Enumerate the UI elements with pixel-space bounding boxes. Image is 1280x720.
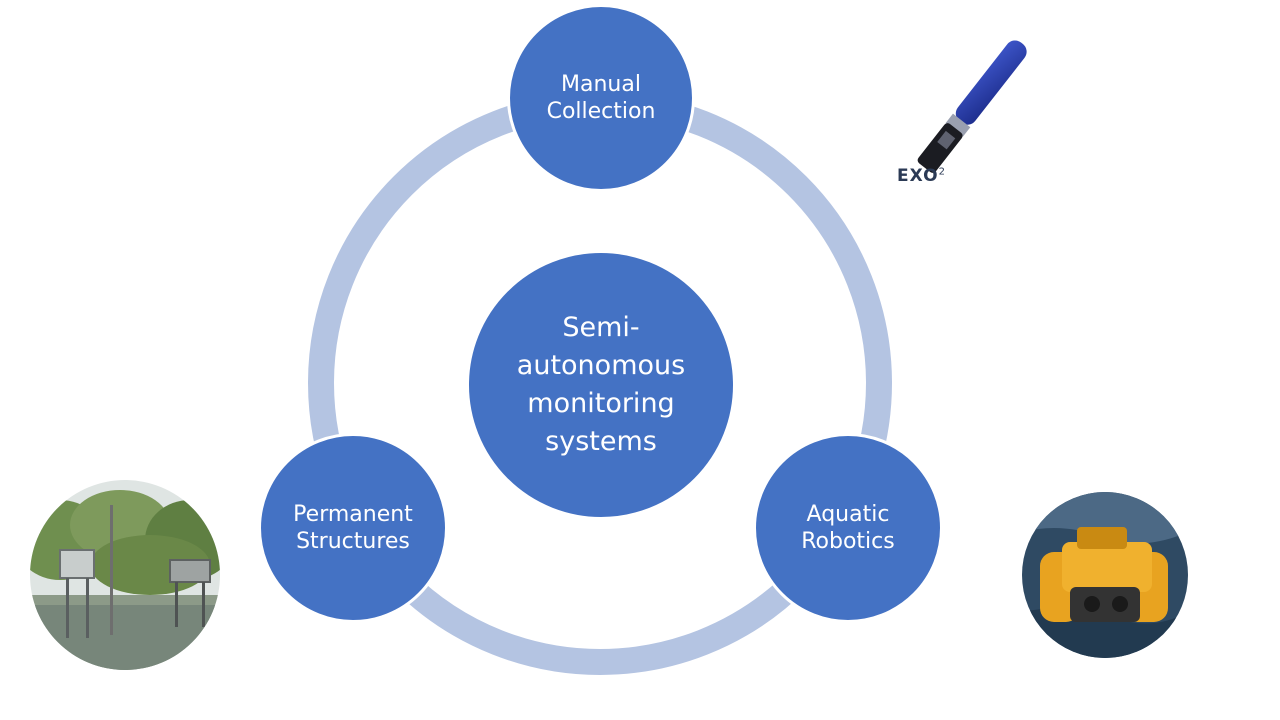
node-permanent-structures-label: Permanent Structures xyxy=(293,501,413,555)
sonde-probe-image xyxy=(917,40,1027,173)
node-permanent-structures: Permanent Structures xyxy=(258,433,448,623)
exo-logo-superscript: 2 xyxy=(938,166,946,178)
center-node-label: Semi- autonomous monitoring systems xyxy=(516,312,686,457)
monitoring-station-image xyxy=(30,480,220,670)
robot-boat-image xyxy=(1022,492,1188,658)
node-aquatic-robotics: Aquatic Robotics xyxy=(753,433,943,623)
node-aquatic-robotics-label: Aquatic Robotics xyxy=(801,501,895,555)
exo-logo: EXO2 xyxy=(897,166,946,186)
node-manual-collection-label: Manual Collection xyxy=(546,71,656,125)
exo-logo-text: EXO xyxy=(897,166,939,186)
permanent-structure-photo xyxy=(30,480,220,670)
aquatic-robot-photo xyxy=(1022,492,1188,658)
node-manual-collection: Manual Collection xyxy=(507,4,695,192)
node-semi-autonomous-monitoring: Semi- autonomous monitoring systems xyxy=(466,250,736,520)
